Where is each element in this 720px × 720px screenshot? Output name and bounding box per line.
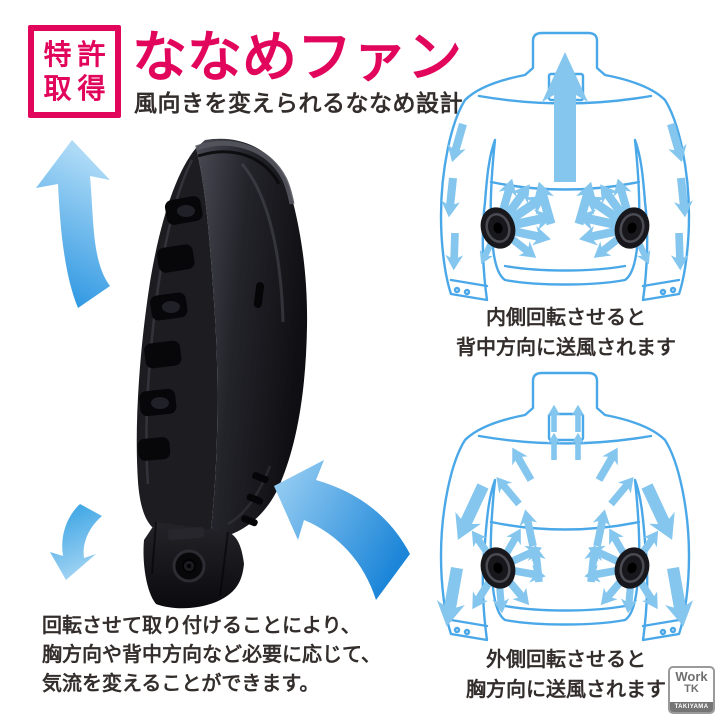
brand-logo-work: Work — [675, 669, 708, 684]
fan-rear-cover — [196, 138, 308, 538]
description-line2: 胸方向や背中方向など必要に応じて、 — [42, 644, 381, 666]
brand-logo-takiyama: TAKIYAMA — [670, 702, 713, 712]
patent-badge: 特許 取得 — [28, 25, 121, 118]
brand-logo-tk: TK — [684, 683, 699, 695]
fan-product-photo — [136, 138, 308, 609]
jacket-diagram-outer-rotation — [432, 371, 698, 642]
airflow-arrow-intake-icon — [274, 460, 410, 600]
left-fan-unit — [480, 207, 516, 249]
caption-outer-line2: 胸方向に送風されます — [466, 679, 666, 701]
page-title: ななめファン — [132, 26, 463, 88]
airflow-arrows-to-back — [439, 52, 695, 271]
airflow-arrows-to-chest — [432, 404, 698, 629]
caption-outer-line1: 外側回転させると — [486, 649, 646, 671]
patent-badge-line1: 特許 — [43, 39, 112, 71]
airflow-arrow-down-icon — [50, 504, 102, 580]
caption-inner-rotation: 内側回転させると 背中方向に送風されます — [436, 303, 696, 363]
jacket-diagram-inner-rotation — [439, 31, 695, 302]
product-description: 回転させて取り付けることにより、 胸方向や背中方向など必要に応じて、 気流を変え… — [42, 612, 402, 699]
left-fan-unit — [480, 547, 516, 589]
description-line3: 気流を変えることができます。 — [42, 673, 320, 695]
right-fan-unit — [614, 207, 650, 249]
caption-inner-line2: 背中方向に送風されます — [456, 337, 676, 359]
page-subtitle: 風向きを変えられるななめ設計 — [134, 90, 463, 116]
description-line1: 回転させて取り付けることにより、 — [42, 615, 361, 637]
airflow-arrow-up-icon — [36, 140, 110, 308]
right-fan-unit — [614, 547, 650, 589]
brand-logo: Work TK TAKIYAMA — [668, 666, 715, 714]
caption-outer-rotation: 外側回転させると 胸方向に送風されます — [436, 645, 696, 705]
caption-inner-line1: 内側回転させると — [486, 307, 646, 329]
patent-badge-line2: 取得 — [43, 72, 112, 104]
